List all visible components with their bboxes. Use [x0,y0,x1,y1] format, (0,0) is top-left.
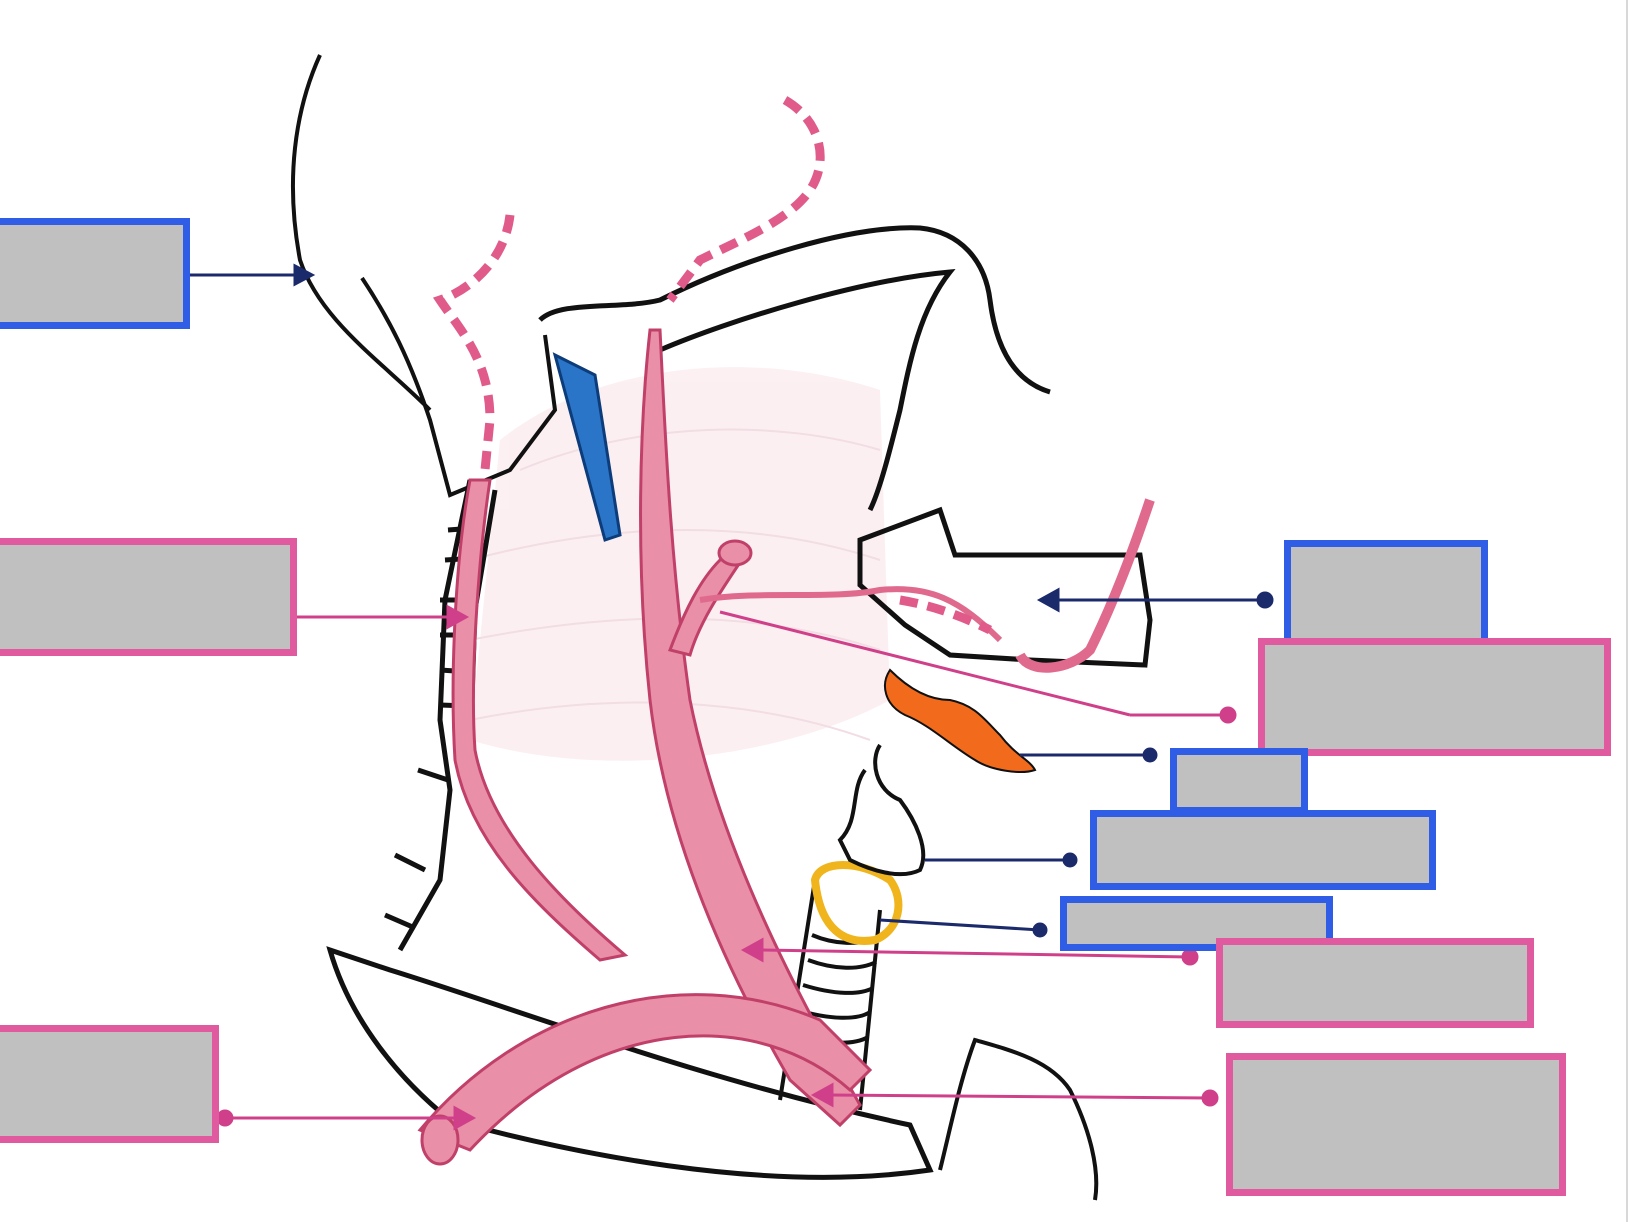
page-edge [1626,0,1628,1222]
skull-outline [290,54,432,412]
cricoid-ring [810,861,903,945]
label-box-left-3[interactable] [0,1025,219,1143]
dashed-arteries [432,96,993,635]
vertebral-artery [451,478,629,962]
occipital-outline [360,276,558,498]
carotid-artery [639,328,862,1128]
subclavian-artery [417,993,873,1152]
pink-leader-lines [216,604,1237,1131]
label-box-right-3[interactable] [1170,748,1308,814]
label-box-right-1[interactable] [1284,540,1488,646]
label-box-right-2[interactable] [1258,638,1611,756]
vein-blue [552,352,622,542]
facial-artery-end [717,539,753,567]
orange-gland [884,668,1037,773]
label-box-left-1[interactable] [0,218,190,329]
hyoid-outline [857,506,1153,668]
thyroid-cartilage-outline [837,743,926,877]
label-box-left-2[interactable] [0,538,297,656]
label-box-right-4[interactable] [1090,810,1436,890]
label-box-right-7[interactable] [1226,1053,1566,1196]
lingual-artery [699,586,1003,643]
subclavian-artery-end [420,1114,460,1166]
first-rib-outline [938,1037,1099,1201]
label-box-right-6[interactable] [1216,938,1534,1028]
navy-leader-lines [190,263,1274,938]
thyroid-artery-loop [1015,498,1155,673]
mandible-outline [538,225,1051,395]
ramus-outline [659,268,956,512]
